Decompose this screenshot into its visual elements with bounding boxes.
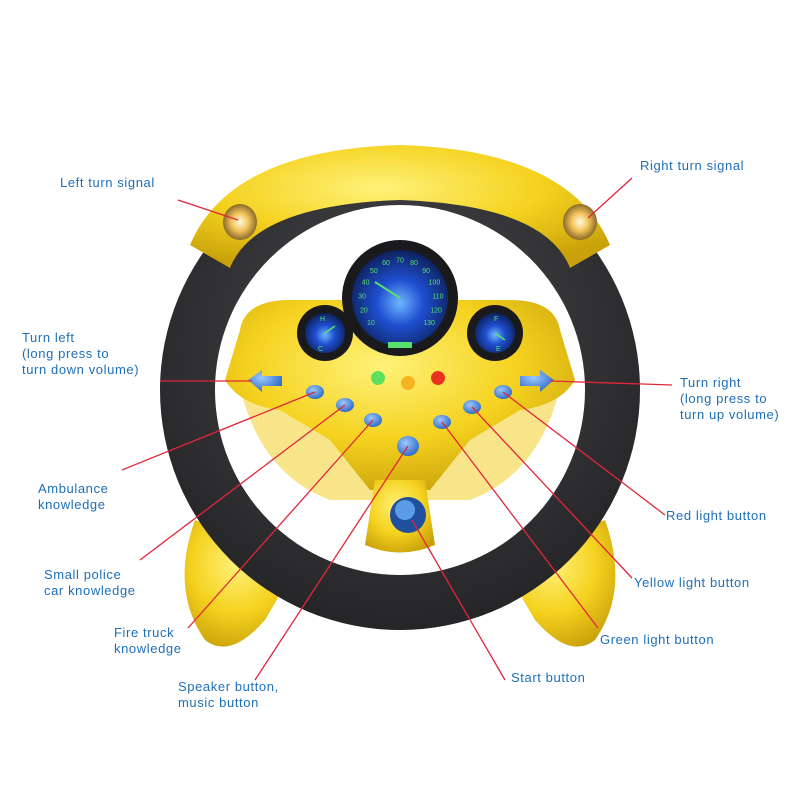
leader-green-light bbox=[441, 421, 599, 629]
wheel-top-grip bbox=[190, 145, 610, 268]
leader-start bbox=[411, 519, 506, 681]
speedometer-tick-label: 50 bbox=[370, 268, 378, 275]
left-gauge-bottom: C bbox=[318, 346, 323, 353]
start-button-highlight bbox=[395, 500, 415, 520]
leader-fire-truck bbox=[187, 419, 374, 629]
speedometer-needle bbox=[374, 281, 401, 299]
turn-left-button[interactable] bbox=[248, 370, 282, 392]
label-ambulance: Ambulance knowledge bbox=[38, 481, 109, 512]
speedometer-tick-label: 130 bbox=[423, 320, 435, 327]
speedometer-tick-label: 100 bbox=[429, 279, 441, 286]
speedometer-tick-label: 110 bbox=[432, 293, 443, 300]
speedometer-tick-label: 30 bbox=[358, 293, 366, 300]
left-turn-signal-lamp bbox=[223, 204, 257, 240]
label-green-light: Green light button bbox=[600, 632, 715, 647]
speedometer-display bbox=[388, 342, 412, 348]
right-turn-signal-lamp bbox=[563, 204, 597, 240]
speedometer-tick-label: 80 bbox=[410, 260, 418, 267]
label-turn-left: Turn left (long press to turn down volum… bbox=[22, 330, 140, 377]
leader-right-turn-signal bbox=[587, 177, 633, 219]
label-fire-truck: Fire truck knowledge bbox=[114, 625, 182, 656]
right-gauge-bottom: E bbox=[496, 346, 501, 353]
right-gauge-needle bbox=[494, 332, 506, 341]
red-light-lamp bbox=[431, 371, 445, 385]
speedometer-tick-label: 60 bbox=[382, 260, 390, 267]
label-speaker: Speaker button, music button bbox=[178, 679, 279, 710]
speedometer-tick-label: 70 bbox=[396, 258, 404, 265]
left-gauge-needle bbox=[324, 325, 336, 334]
label-start: Start button bbox=[511, 670, 586, 685]
label-right-turn-signal: Right turn signal bbox=[640, 158, 745, 173]
label-red-light: Red light button bbox=[666, 508, 767, 523]
label-yellow-light: Yellow light button bbox=[634, 575, 750, 590]
speedometer-tick-label: 90 bbox=[422, 268, 430, 275]
leader-turn-right bbox=[549, 380, 673, 386]
leader-ambulance bbox=[121, 391, 316, 471]
leader-lines bbox=[121, 177, 673, 681]
speedometer-tick-label: 40 bbox=[362, 279, 370, 286]
speedometer-tick-label: 10 bbox=[367, 320, 375, 327]
leader-police bbox=[139, 404, 346, 561]
left-gauge-top: H bbox=[320, 316, 325, 323]
leader-red-light bbox=[502, 391, 666, 516]
leader-yellow-light bbox=[471, 406, 633, 579]
green-light-lamp bbox=[371, 371, 385, 385]
leader-speaker bbox=[254, 445, 409, 681]
turn-right-button[interactable] bbox=[520, 370, 554, 392]
right-gauge-top: F bbox=[494, 316, 498, 323]
label-turn-right: Turn right (long press to turn up volume… bbox=[680, 375, 780, 422]
yellow-light-lamp bbox=[401, 376, 415, 390]
speedometer-tick-label: 120 bbox=[430, 308, 442, 315]
label-police: Small police car knowledge bbox=[44, 567, 136, 598]
speedometer-tick-label: 20 bbox=[360, 308, 368, 315]
leader-left-turn-signal bbox=[177, 199, 239, 221]
label-left-turn-signal: Left turn signal bbox=[60, 175, 155, 190]
